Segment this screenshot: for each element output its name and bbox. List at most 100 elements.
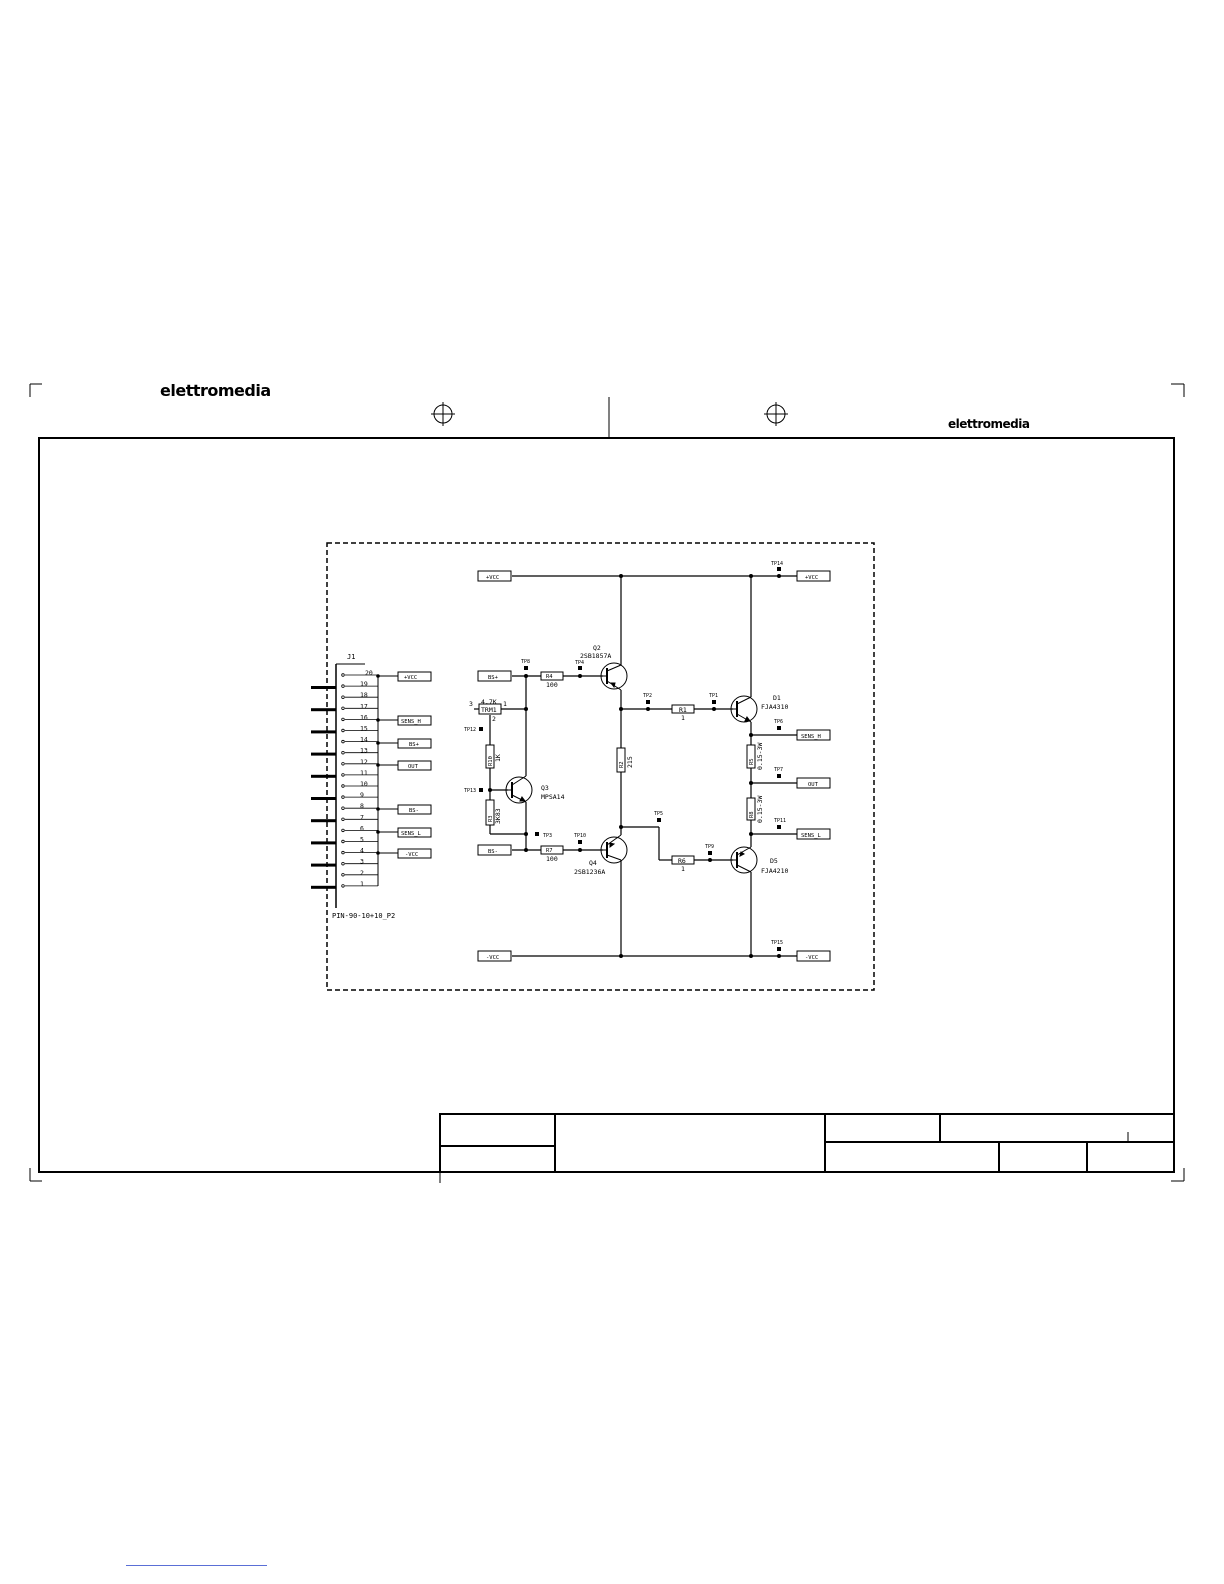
- j1-pin-9: 9: [360, 791, 364, 799]
- trm1-pin1: 1: [503, 700, 507, 708]
- tp8-label: TP8: [521, 659, 530, 665]
- j1-pin-contact: [341, 717, 345, 722]
- resistor-r8: [746, 797, 756, 821]
- j1-header-pin: [311, 708, 336, 712]
- j1-pin-contact: [341, 728, 345, 733]
- rail-out: OUT: [808, 782, 819, 788]
- tp7-marker: [777, 774, 781, 778]
- j1-pin-17: 17: [360, 702, 368, 710]
- j1-pin-contact: [341, 862, 345, 866]
- q3-part: MPSA14: [541, 793, 565, 801]
- net-sens-h: SENS_H: [401, 719, 421, 725]
- j1-pin-contact: [341, 739, 345, 744]
- j1-pin-contact: [341, 817, 345, 821]
- r7-value: 100: [546, 855, 558, 863]
- net-sens-l: SENS_L: [401, 831, 422, 837]
- net-label-box: [397, 715, 432, 726]
- resistor-r6: [671, 855, 695, 865]
- registration-marks: [431, 402, 788, 426]
- r6-ref: R6: [678, 857, 686, 865]
- j1-pin-contact: [341, 773, 345, 777]
- j1-pin-contact: [341, 684, 345, 688]
- r1-value: 1: [681, 714, 685, 722]
- j1-junction: [376, 807, 380, 811]
- r3-value: 3K83: [494, 808, 502, 824]
- module-frame: [326, 542, 875, 991]
- net-vcc-pos: +VCC: [404, 675, 417, 681]
- tp9-label: TP9: [705, 844, 714, 850]
- j1-junction: [376, 674, 380, 678]
- rail-bs-pos: BS+: [488, 675, 499, 681]
- j1-junction: [376, 718, 380, 722]
- net-box: [796, 777, 831, 789]
- net-vcc-neg: -VCC: [405, 852, 418, 858]
- net-box: [796, 828, 831, 840]
- net-label-box: [397, 671, 432, 682]
- j1-pin-3: 3: [360, 858, 364, 866]
- j1-pin-contact: [341, 762, 345, 766]
- j1-header-pin: [311, 841, 336, 845]
- net-box: [796, 950, 831, 962]
- j1-pin-contact: [341, 795, 345, 799]
- trm1-value: 4.7K: [481, 698, 497, 706]
- r3-ref: R3: [488, 815, 494, 822]
- transistor-q3: [505, 775, 533, 804]
- j1-pin-8: 8: [360, 802, 364, 810]
- net-label-box: [397, 804, 432, 815]
- j1-header-pin: [311, 863, 336, 867]
- j1-pin-19: 19: [360, 680, 368, 688]
- j1-pin-contact: [341, 839, 345, 844]
- tp8-marker: [524, 666, 528, 670]
- j1-pin-contact: [341, 828, 345, 833]
- j1-junction: [376, 741, 380, 745]
- j1-part: PIN-90-10+10_P2: [332, 912, 395, 920]
- tp10-label: TP10: [574, 833, 586, 839]
- tp4-marker: [578, 666, 582, 670]
- r10-ref: R10: [488, 756, 494, 766]
- j1-pin-2: 2: [360, 869, 364, 877]
- tp2-label: TP2: [643, 693, 652, 699]
- r8-ref: R8: [749, 811, 755, 818]
- j1-pin-1: 1: [360, 880, 364, 888]
- resistor-r1: [671, 704, 695, 714]
- j1-junction: [376, 851, 380, 855]
- transistor-q4: [600, 834, 628, 864]
- j1-pin-12: 12: [360, 758, 368, 766]
- j1-pin-11: 11: [360, 769, 368, 777]
- resistor-r3: [485, 799, 495, 826]
- r2-ref: R2: [619, 761, 625, 768]
- j1-header-pin: [311, 730, 336, 734]
- tp2-marker: [646, 700, 650, 704]
- r5-ref: R5: [749, 758, 755, 765]
- sheet-border: [38, 437, 1175, 1173]
- tp3-label: TP3: [543, 833, 552, 839]
- j1-pin-contact: [341, 784, 345, 788]
- j1-pin-6: 6: [360, 824, 364, 832]
- tp15-label: TP15: [771, 940, 783, 946]
- j1-pin-contact: [341, 850, 345, 855]
- resistor-r2: [616, 747, 626, 773]
- j1-pin-contact: [341, 873, 345, 877]
- net-bs-pos: BS+: [409, 742, 420, 748]
- transistor-d5: [730, 846, 758, 874]
- j1-header-pin: [311, 797, 336, 800]
- r6-value: 1: [681, 865, 685, 873]
- crop-marks: [29, 383, 1185, 1183]
- net-label-box: [397, 738, 432, 749]
- net-box: [796, 570, 831, 582]
- d5-part: FJA4210: [761, 867, 788, 875]
- logo-left: elettromedia: [160, 381, 271, 400]
- tp11-marker: [777, 825, 781, 829]
- j1-pin-20: 20: [365, 669, 373, 677]
- tp13-label: TP13: [464, 788, 476, 794]
- j1-pin-16: 16: [360, 713, 368, 721]
- resistor-r10: [485, 744, 495, 769]
- net-box: [477, 950, 512, 962]
- q2-part: 2SB1857A: [580, 652, 611, 660]
- footer-link-underline[interactable]: [126, 1565, 267, 1566]
- r5-value: 0.15-3W: [756, 743, 764, 770]
